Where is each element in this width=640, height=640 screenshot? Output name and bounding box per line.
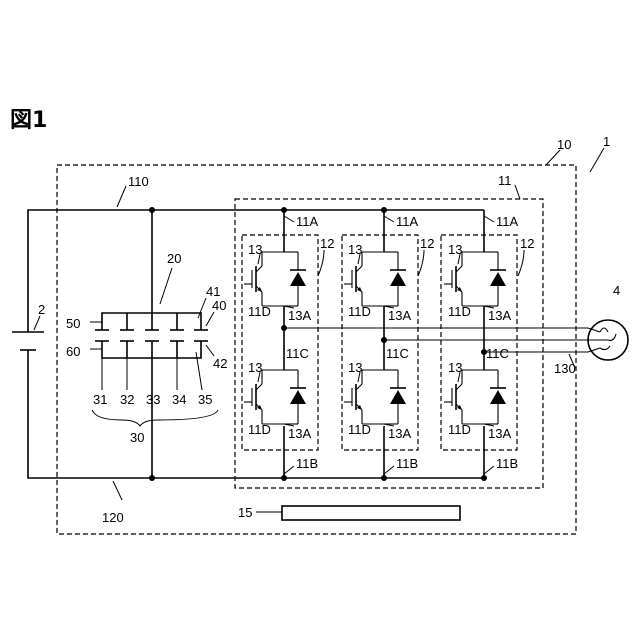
label-element-terminal: 13A (288, 426, 311, 441)
leader-lines (34, 148, 604, 512)
label-electrode-b: 41 (206, 284, 220, 299)
label-transistor-diode: 11D (348, 422, 371, 437)
label-element-terminal: 13A (488, 426, 511, 441)
label-upper-terminal: 11A (496, 214, 518, 229)
capacitor-bank (95, 313, 208, 358)
label-lower-terminal: 11B (296, 456, 318, 471)
label-control-device: 10 (557, 137, 571, 152)
figure-title: 図1 (10, 108, 47, 133)
label-element-terminal: 13A (388, 308, 411, 323)
label-mid-node: 11C (486, 346, 509, 361)
label-element-terminal: 13A (488, 308, 511, 323)
leg-box-u (242, 235, 318, 450)
label-system: 1 (603, 134, 610, 149)
leg-box-w (441, 235, 517, 450)
leader-line (384, 216, 394, 222)
label-battery: 2 (38, 302, 45, 317)
label-mid-node: 11C (286, 346, 309, 361)
switching-element (244, 252, 306, 306)
label-upper-terminal: 11A (396, 214, 418, 229)
controller-bar (282, 506, 460, 520)
inverter-box (235, 199, 543, 488)
leader-line (284, 216, 294, 222)
label-motor: 4 (613, 283, 620, 298)
leader-line (284, 466, 294, 474)
label-transistor-diode: 11D (248, 422, 271, 437)
label-capacitor-35: 35 (198, 392, 212, 407)
leg-labels: 1311D13A1311D13A11A11B11C121311D13A1311D… (248, 214, 534, 474)
label-bus-bottom: 60 (66, 344, 80, 359)
label-element-terminal: 13A (388, 426, 411, 441)
label-capacitor-unit: 20 (167, 251, 181, 266)
label-electrode-a: 40 (212, 298, 226, 313)
label-negative-line: 120 (102, 510, 124, 525)
leader-line (484, 466, 494, 474)
switching-element (244, 370, 306, 424)
label-capacitor-31: 31 (93, 392, 107, 407)
label-mid-node: 11C (386, 346, 409, 361)
label-leg: 12 (320, 236, 334, 251)
label-upper-terminal: 11A (296, 214, 318, 229)
leader-line (384, 466, 394, 474)
label-electrode-c: 42 (213, 356, 227, 371)
label-transistor-diode: 11D (348, 304, 371, 319)
label-transistor-diode: 11D (448, 304, 471, 319)
label-bus-top: 50 (66, 316, 80, 331)
label-capacitor-group: 30 (130, 430, 144, 445)
motor-symbol (588, 320, 628, 360)
label-leg: 12 (520, 236, 534, 251)
battery-symbol (12, 332, 44, 358)
leader-line (484, 216, 494, 222)
label-controller: 15 (238, 505, 252, 520)
label-positive-line: 110 (128, 174, 149, 189)
leader-line (518, 250, 524, 276)
label-leg: 12 (420, 236, 434, 251)
switching-element (344, 370, 406, 424)
label-capacitor-32: 32 (120, 392, 134, 407)
label-lower-terminal: 11B (496, 456, 518, 471)
switching-element (444, 252, 506, 306)
label-lower-terminal: 11B (396, 456, 418, 471)
label-transistor-diode: 11D (248, 304, 271, 319)
label-capacitor-34: 34 (172, 392, 186, 407)
switching-element (444, 370, 506, 424)
label-element-terminal: 13A (288, 308, 311, 323)
label-transistor-diode: 11D (448, 422, 471, 437)
leg-box-v (342, 235, 418, 450)
leader-line (418, 250, 424, 276)
switching-element (344, 252, 406, 306)
label-inverter: 11 (498, 173, 512, 188)
label-output-line: 130 (554, 361, 576, 376)
label-capacitor-33: 33 (146, 392, 160, 407)
leader-line (318, 250, 324, 276)
